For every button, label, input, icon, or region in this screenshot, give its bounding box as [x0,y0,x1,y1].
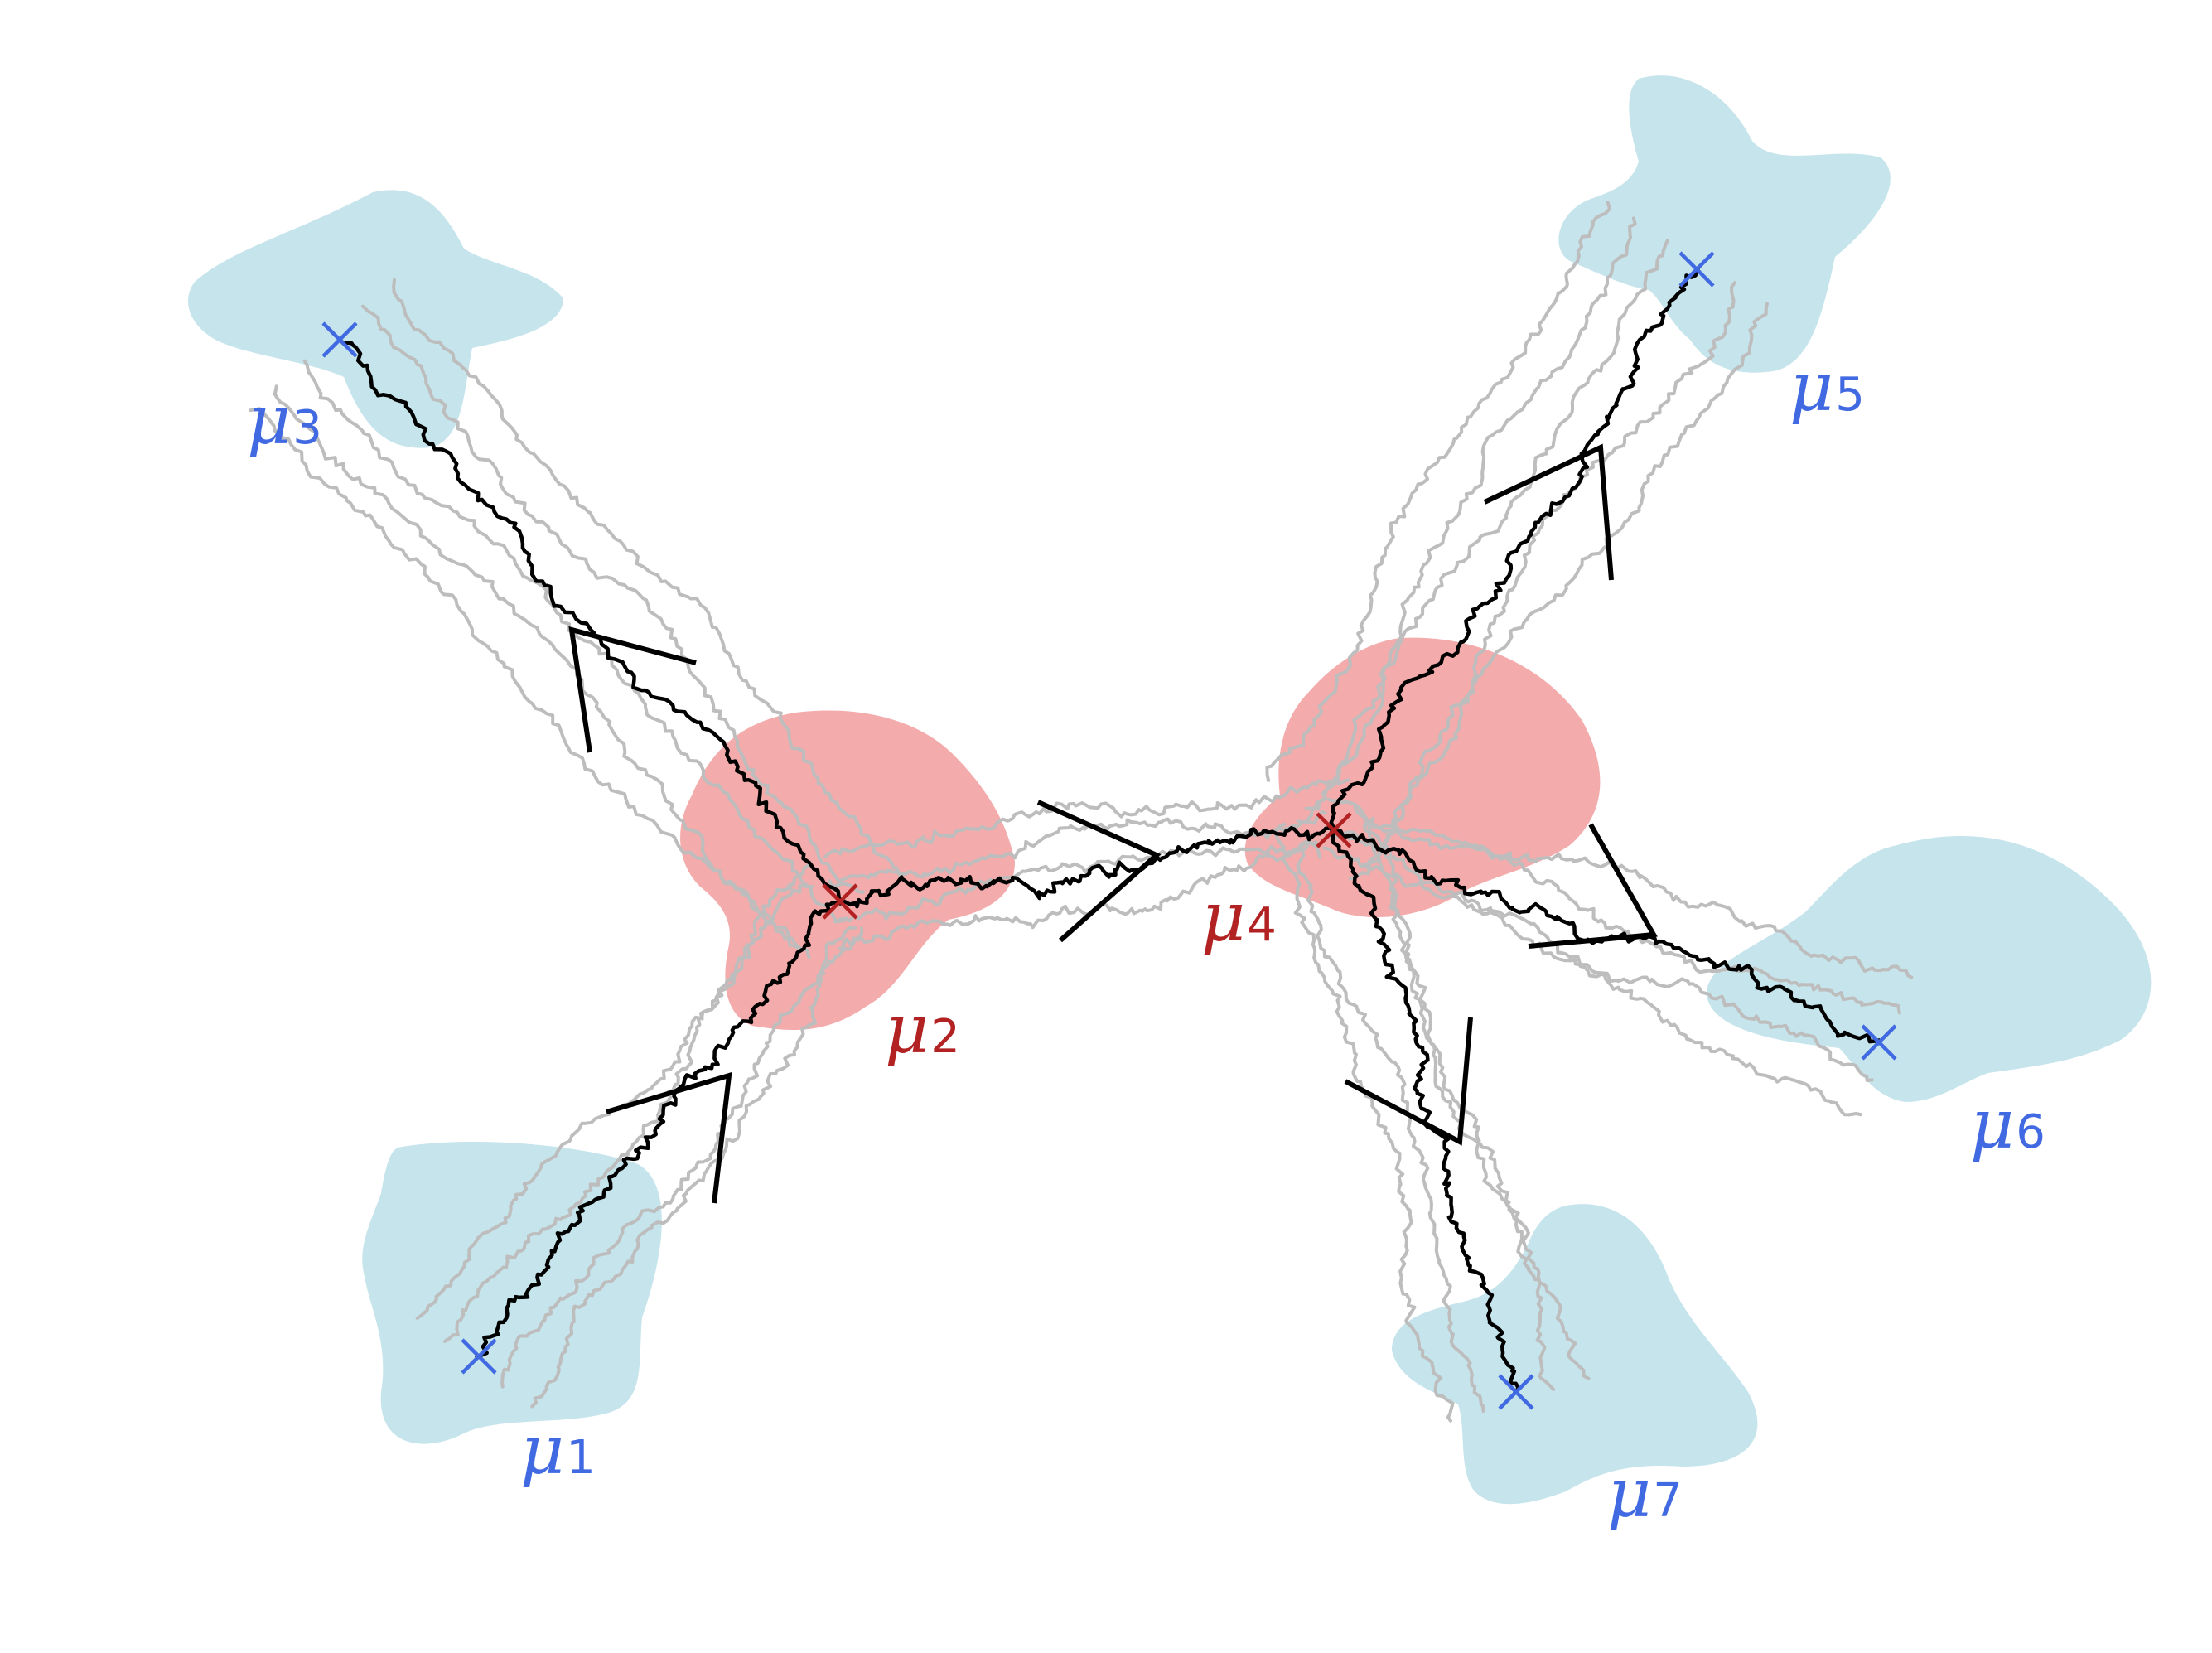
label-mu7-symbol: μ [1607,1454,1651,1533]
gray-path-mu6-mu4-3 [1327,797,1914,979]
label-mu6: μ6 [1970,1085,2045,1164]
region-mu5 [1558,75,1891,373]
label-mu7-subscript: 7 [1653,1474,1683,1528]
marker-mu4 [1316,812,1352,848]
label-mu7: μ7 [1607,1454,1683,1533]
arrow-mu3-mu2 [568,626,697,753]
region-mu7 [1392,1204,1758,1505]
label-mu6-symbol: μ [1970,1085,2014,1164]
region-mu1 [362,1141,662,1444]
gray-path-mu5-mu4-4 [1265,201,1612,782]
gray-path-mu5-mu4-3 [1296,216,1637,824]
gray-path-mu1-mu2-3 [530,926,864,1409]
direction-arrows [568,443,1658,1204]
arrow-mu2-mu4 [1036,800,1162,943]
black-path-mu2-mu4 [836,826,1335,909]
arrow-mu7-mu4 [1344,1017,1473,1146]
gray-path-mu2-mu4-3 [838,839,1322,950]
gray-path-mu5-mu4-2 [1304,239,1669,810]
arrow-mu5-mu4 [1483,443,1614,581]
label-mu3: μ3 [247,381,322,460]
point-markers [321,251,1897,1410]
label-mu5-symbol: μ [1789,348,1833,427]
black-path-mu7-mu4 [1331,829,1521,1395]
gray-path-mu5-mu4-0 [1348,302,1769,881]
black-path-mu5-mu4 [1329,265,1701,833]
black-sample-paths [339,265,1881,1395]
gray-path-mu6-mu4-1 [1336,826,1874,1082]
marker-mu1 [461,1338,497,1375]
marker-mu3 [321,321,358,358]
marker-mu6 [1861,1024,1897,1061]
black-path-mu3-mu2 [339,339,843,905]
gray-sample-paths [249,201,1914,1423]
gray-path-mu7-mu4-0 [1273,822,1455,1423]
label-mu4-subscript: 4 [1247,898,1277,952]
label-mu1-subscript: 1 [566,1431,596,1485]
label-mu1: μ1 [520,1411,596,1490]
marker-mu2 [822,883,858,920]
gray-path-mu7-mu4-3 [1353,805,1591,1380]
label-mu4: μ4 [1201,878,1277,957]
label-mu5: μ5 [1789,348,1865,427]
label-mu3-subscript: 3 [292,401,322,455]
gray-path-mu2-mu4-1 [828,810,1327,891]
label-mu1-symbol: μ [520,1411,564,1490]
gray-path-mu6-mu4-0 [1322,846,1862,1117]
gray-path-mu2-mu4-0 [823,778,1351,859]
gray-path-mu2-mu4-2 [833,830,1360,924]
arrow-mu6-mu4 [1528,823,1658,949]
label-mu6-subscript: 6 [2016,1105,2045,1159]
label-mu2: μ2 [885,990,960,1069]
region-mu3 [188,190,563,448]
label-mu3-symbol: μ [247,381,291,460]
label-mu5-subscript: 5 [1835,368,1865,422]
label-mu2-symbol: μ [885,990,929,1069]
gray-path-mu7-mu4-2 [1365,816,1556,1391]
gray-path-mu3-mu2-2 [302,359,848,924]
marker-mu5 [1678,251,1715,288]
arrow-mu1-mu2 [606,1071,732,1204]
gray-path-mu3-mu2-1 [360,304,865,894]
gray-path-mu1-mu2-2 [500,926,857,1389]
marker-mu7 [1498,1374,1534,1410]
black-path-mu1-mu2 [475,901,843,1359]
label-mu2-subscript: 2 [930,1010,960,1064]
gray-path-mu5-mu4-1 [1359,281,1737,868]
gray-path-mu3-mu2-3 [273,384,803,950]
region-mu6 [1707,835,2152,1102]
gray-path-mu3-mu2-0 [392,278,903,878]
gray-path-mu6-mu4-2 [1365,819,1901,1015]
region-mu2 [680,710,1015,1031]
label-mu4-symbol: μ [1201,878,1245,957]
region-layer [188,75,2152,1505]
gray-path-mu3-mu2-4 [249,407,811,959]
gray-path-mu1-mu2-1 [442,883,814,1343]
gray-path-mu7-mu4-1 [1296,838,1485,1413]
